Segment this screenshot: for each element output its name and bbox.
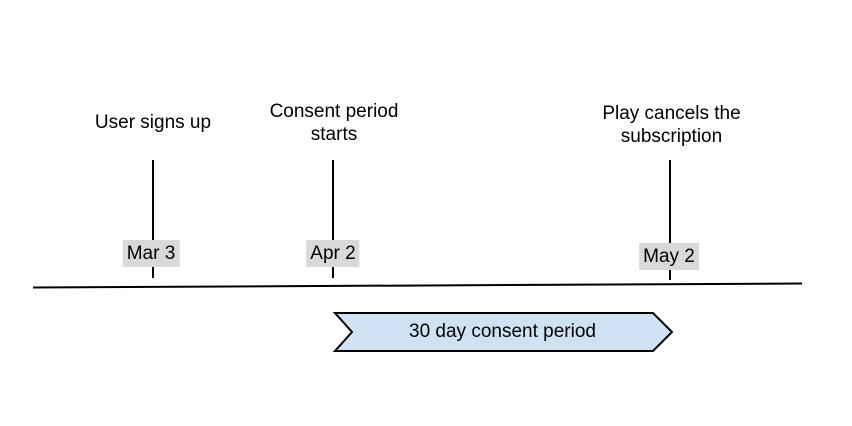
event-label-play-cancels: Play cancels the subscription [602,103,741,147]
event-label-consent-period-starts: Consent period starts [269,101,399,145]
date-chip-mar-3: Mar 3 [122,240,180,267]
event-tick-consent-period-starts [332,160,334,278]
event-tick-user-signs-up [152,160,154,278]
consent-period-banner-label: 30 day consent period [409,321,596,342]
timeline-axis-line [32,282,803,289]
date-chip-apr-2: Apr 2 [306,240,360,267]
event-tick-play-cancels [669,160,671,280]
consent-period-banner-shape [332,312,674,352]
date-chip-may-2: May 2 [639,243,699,270]
event-label-user-signs-up: User signs up [94,112,212,133]
